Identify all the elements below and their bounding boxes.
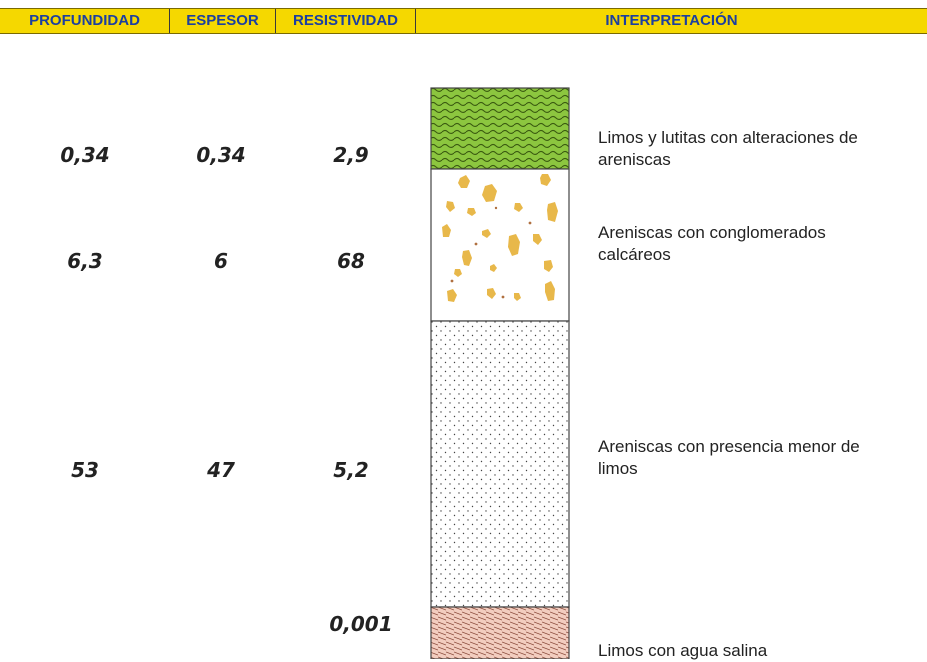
layer-2-conglomerate-block [430,168,570,322]
layer-1-espesor: 0,34 [196,143,246,167]
layer-2-interpretation: Areniscas con conglomerados calcáreos [598,223,826,264]
layer-3-espesor: 47 [207,458,235,482]
layer-2-resistividad-value: 68 [337,249,365,273]
conglomerate-clasts [442,174,558,302]
layer-4-interpretation: Limos con agua salina [598,641,768,660]
header-resistividad: RESISTIVIDAD [276,9,416,33]
layer-2-profundidad: 6,3 [67,249,103,273]
layer-3-profundidad: 53 [71,458,99,482]
column-header-bar: PROFUNDIDAD ESPESOR RESISTIVIDAD INTERPR… [0,8,927,34]
layer-1-resistividad: 2,9 [333,143,369,167]
header-interpretacion: INTERPRETACIÓN [605,12,738,29]
layer-4-pink-hatched-block [430,606,570,659]
header-espesor: ESPESOR [170,9,276,33]
header-profundidad: PROFUNDIDAD [0,9,170,33]
layer-3-resistividad-display: 5,2 [333,458,369,482]
stratigraphic-column [430,87,570,659]
layer-3-dotted-sand-block [430,320,570,608]
layer-1-interpretation: Limos y lutitas con alteraciones de aren… [598,128,858,169]
layer-3-interpretation: Areniscas con presencia menor de limos [598,437,860,478]
layer-1-profundidad: 0,34 [60,143,110,167]
layer-4-resistividad: 0,001 [329,612,393,636]
layer-1-green-wavy-block [430,87,570,170]
layer-2-espesor: 6 [214,249,228,273]
